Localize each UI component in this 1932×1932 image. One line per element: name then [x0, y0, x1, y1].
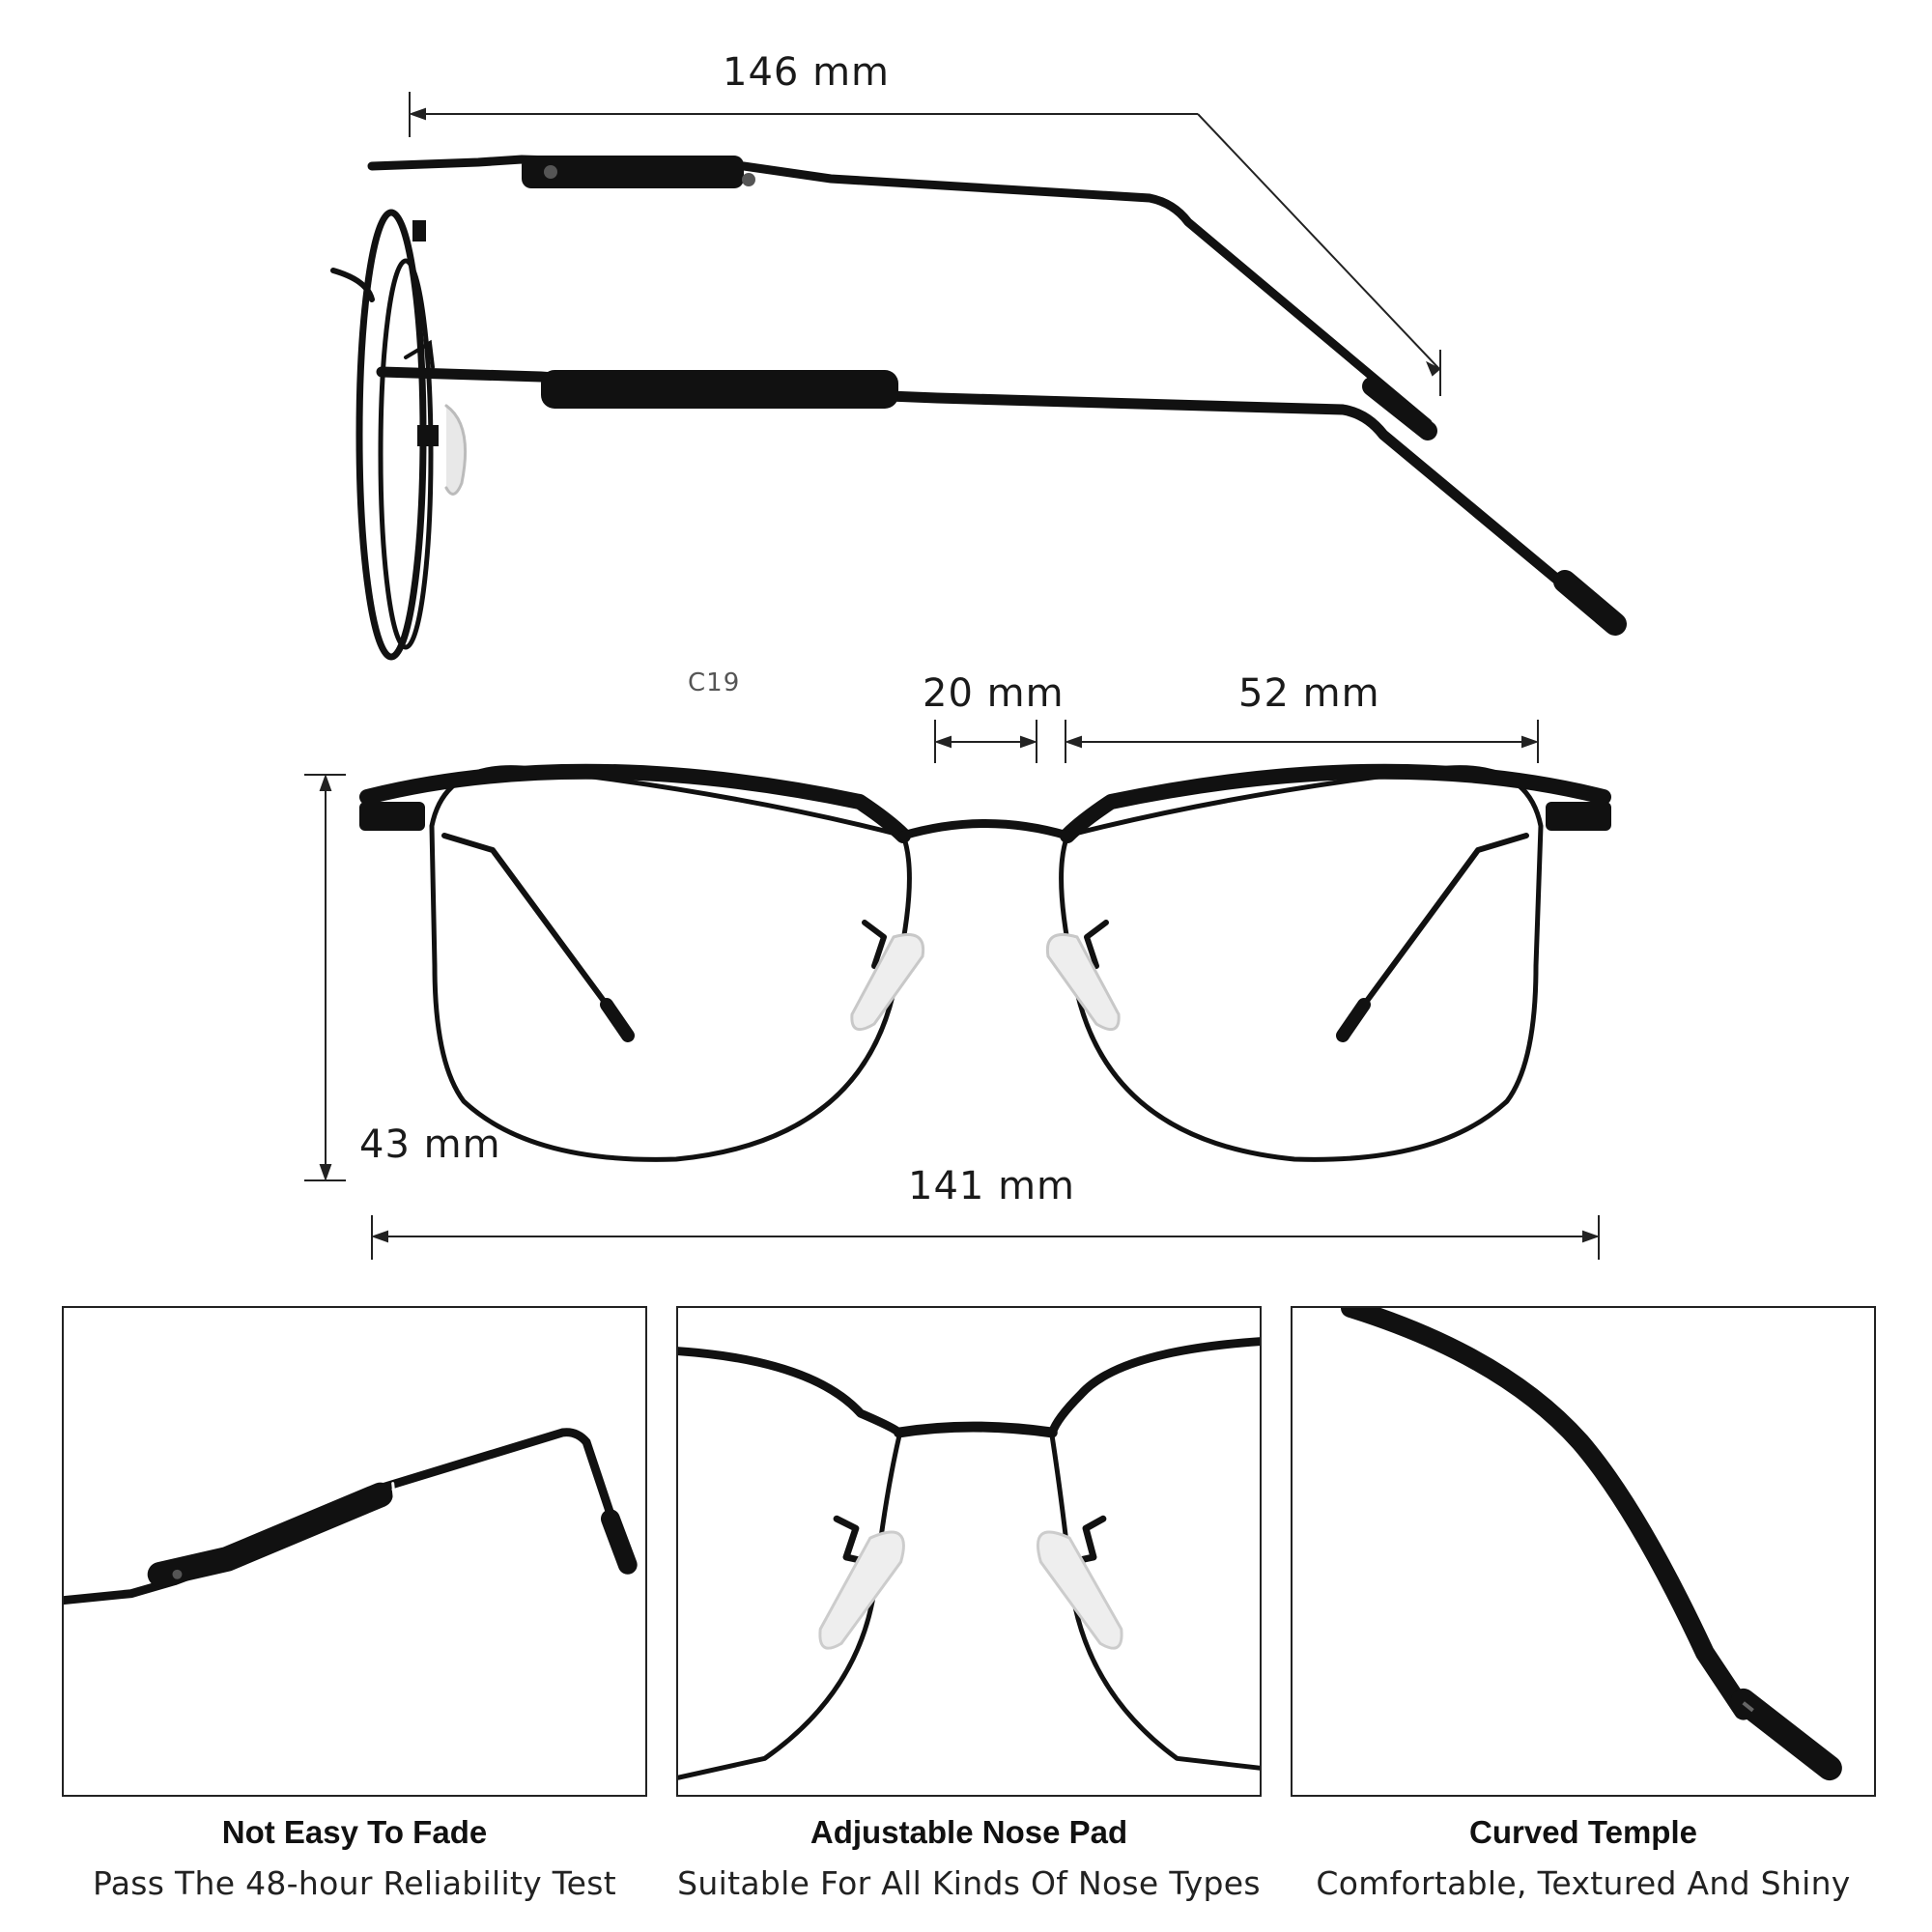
lens-width-label: 52 mm [1238, 671, 1380, 716]
feature-subtitle: Pass The 48-hour Reliability Test [93, 1864, 616, 1902]
feature-panel-nose-pad [676, 1306, 1262, 1797]
feature-subtitle: Suitable For All Kinds Of Nose Types [677, 1864, 1261, 1902]
nose-pads [850, 933, 1121, 1032]
feature-subtitle: Comfortable, Textured And Shiny [1316, 1864, 1851, 1902]
screw-icon [742, 173, 755, 186]
temple-closeup-image [64, 1428, 638, 1605]
screw-icon [544, 165, 557, 179]
temple-length-dimension [409, 92, 1441, 396]
feature-title: Curved Temple [1469, 1814, 1697, 1850]
feature-caption-fade: Not Easy To Fade Pass The 48-hour Reliab… [45, 1814, 664, 1902]
frame-width-dimension [371, 1215, 1600, 1260]
frame-width-label: 141 mm [908, 1164, 1075, 1208]
feature-panel-curved-temple [1291, 1306, 1876, 1797]
feature-caption-curved-temple: Curved Temple Comfortable, Textured And … [1274, 1814, 1892, 1902]
temple-length-label: 146 mm [723, 50, 890, 95]
front-view-glasses [359, 763, 1611, 1162]
lens-height-label: 43 mm [359, 1122, 501, 1167]
lens-height-dimension [304, 774, 346, 1181]
feature-caption-nose-pad: Adjustable Nose Pad Suitable For All Kin… [660, 1814, 1278, 1902]
bridge-width-dimension [934, 720, 1037, 763]
bridge-width-label: 20 mm [923, 671, 1065, 716]
lens-width-dimension [1065, 720, 1539, 763]
side-view-glasses [330, 155, 1627, 661]
feature-panel-fade [62, 1306, 647, 1797]
feature-title: Not Easy To Fade [221, 1814, 488, 1850]
feature-title: Adjustable Nose Pad [810, 1814, 1128, 1850]
nose-pad-closeup-image [678, 1337, 1260, 1780]
curved-temple-closeup-image [1340, 1308, 1842, 1781]
temple-marking-label: C19 [688, 668, 741, 697]
